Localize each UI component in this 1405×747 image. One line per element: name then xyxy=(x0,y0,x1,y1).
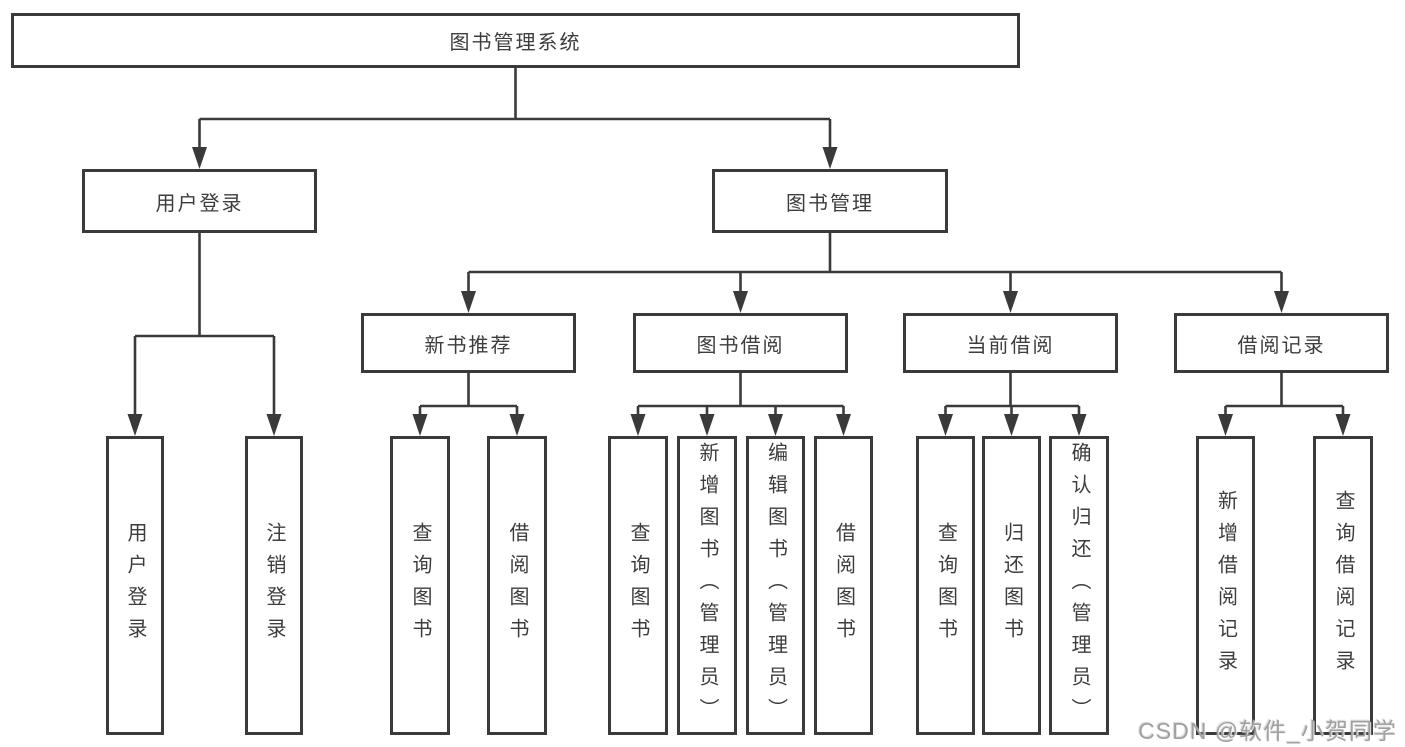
leaf-label: 新增借阅记录 xyxy=(1214,489,1237,682)
leaf-return-books: 归还图书 xyxy=(982,436,1041,735)
csdn-watermark: CSDN @软件_小贺同学 xyxy=(1138,718,1397,744)
arrowhead xyxy=(1004,414,1019,436)
arrowhead xyxy=(836,414,851,436)
leaf-label: 查询图书 xyxy=(934,521,957,650)
leaf-label: 注销登录 xyxy=(263,521,285,650)
leaf-query-books-current: 查询图书 xyxy=(916,436,975,735)
leaf-borrow-books: 借阅图书 xyxy=(814,436,873,735)
leaf-label: 新增图书（管理员） xyxy=(696,441,718,730)
arrowhead xyxy=(938,414,953,436)
node-book-management: 图书管理 xyxy=(712,169,948,233)
leaf-logout: 注销登录 xyxy=(245,436,303,735)
leaf-label: 确认归还（管理员） xyxy=(1068,441,1090,730)
connector-book-borrow-to-leaves xyxy=(636,373,845,418)
arrowhead xyxy=(1274,291,1289,313)
leaf-user-login: 用户登录 xyxy=(106,436,164,735)
arrowhead xyxy=(412,414,428,436)
arrowhead xyxy=(1218,414,1233,436)
leaf-query-borrow-record: 查询借阅记录 xyxy=(1313,436,1373,735)
leaf-query-books-rec: 查询图书 xyxy=(390,436,450,735)
leaf-label: 用户登录 xyxy=(124,521,146,650)
arrowhead xyxy=(1003,291,1018,313)
leaf-edit-books-admin: 编辑图书（管理员） xyxy=(746,436,805,735)
arrowhead xyxy=(630,414,646,436)
connector-user-login-to-leaves xyxy=(133,233,276,418)
leaf-label: 查询图书 xyxy=(409,521,431,650)
node-book-borrow: 图书借阅 xyxy=(633,313,848,373)
arrowhead xyxy=(822,147,838,169)
leaf-add-books-admin: 新增图书（管理员） xyxy=(677,436,737,735)
leaf-label: 查询借阅记录 xyxy=(1332,489,1354,682)
node-new-book-recommend: 新书推荐 xyxy=(361,313,576,373)
node-user-login: 用户登录 xyxy=(82,169,317,233)
leaf-confirm-return-admin: 确认归还（管理员） xyxy=(1049,436,1109,735)
leaf-label: 查询图书 xyxy=(627,521,649,650)
leaf-label: 借阅图书 xyxy=(832,521,855,650)
node-borrow-records: 借阅记录 xyxy=(1174,313,1389,373)
arrowhead xyxy=(1335,414,1351,436)
leaf-query-books-borrow: 查询图书 xyxy=(608,436,668,735)
node-root-system: 图书管理系统 xyxy=(11,13,1020,68)
arrowhead xyxy=(733,291,748,313)
arrowhead xyxy=(461,291,476,313)
connector-new-book-rec-to-leaves xyxy=(418,373,519,418)
node-current-borrow: 当前借阅 xyxy=(903,313,1118,373)
arrowhead xyxy=(1071,414,1087,436)
leaf-label: 归还图书 xyxy=(1000,521,1023,650)
leaf-borrow-books-rec: 借阅图书 xyxy=(487,436,547,735)
connector-borrow-records-to-leaves xyxy=(1224,373,1345,418)
connector-root-to-level2 xyxy=(198,68,832,151)
connector-current-borrow-to-leaves xyxy=(944,373,1081,418)
leaf-label: 借阅图书 xyxy=(506,521,528,650)
connector-book-mgmt-to-level3 xyxy=(467,233,1283,295)
arrowhead xyxy=(127,414,143,436)
arrowhead xyxy=(768,414,783,436)
arrowhead xyxy=(509,414,525,436)
arrowhead xyxy=(192,147,207,169)
leaf-add-borrow-record: 新增借阅记录 xyxy=(1196,436,1255,735)
arrowhead xyxy=(266,414,282,436)
leaf-label: 编辑图书（管理员） xyxy=(764,441,787,730)
arrowhead xyxy=(699,414,715,436)
